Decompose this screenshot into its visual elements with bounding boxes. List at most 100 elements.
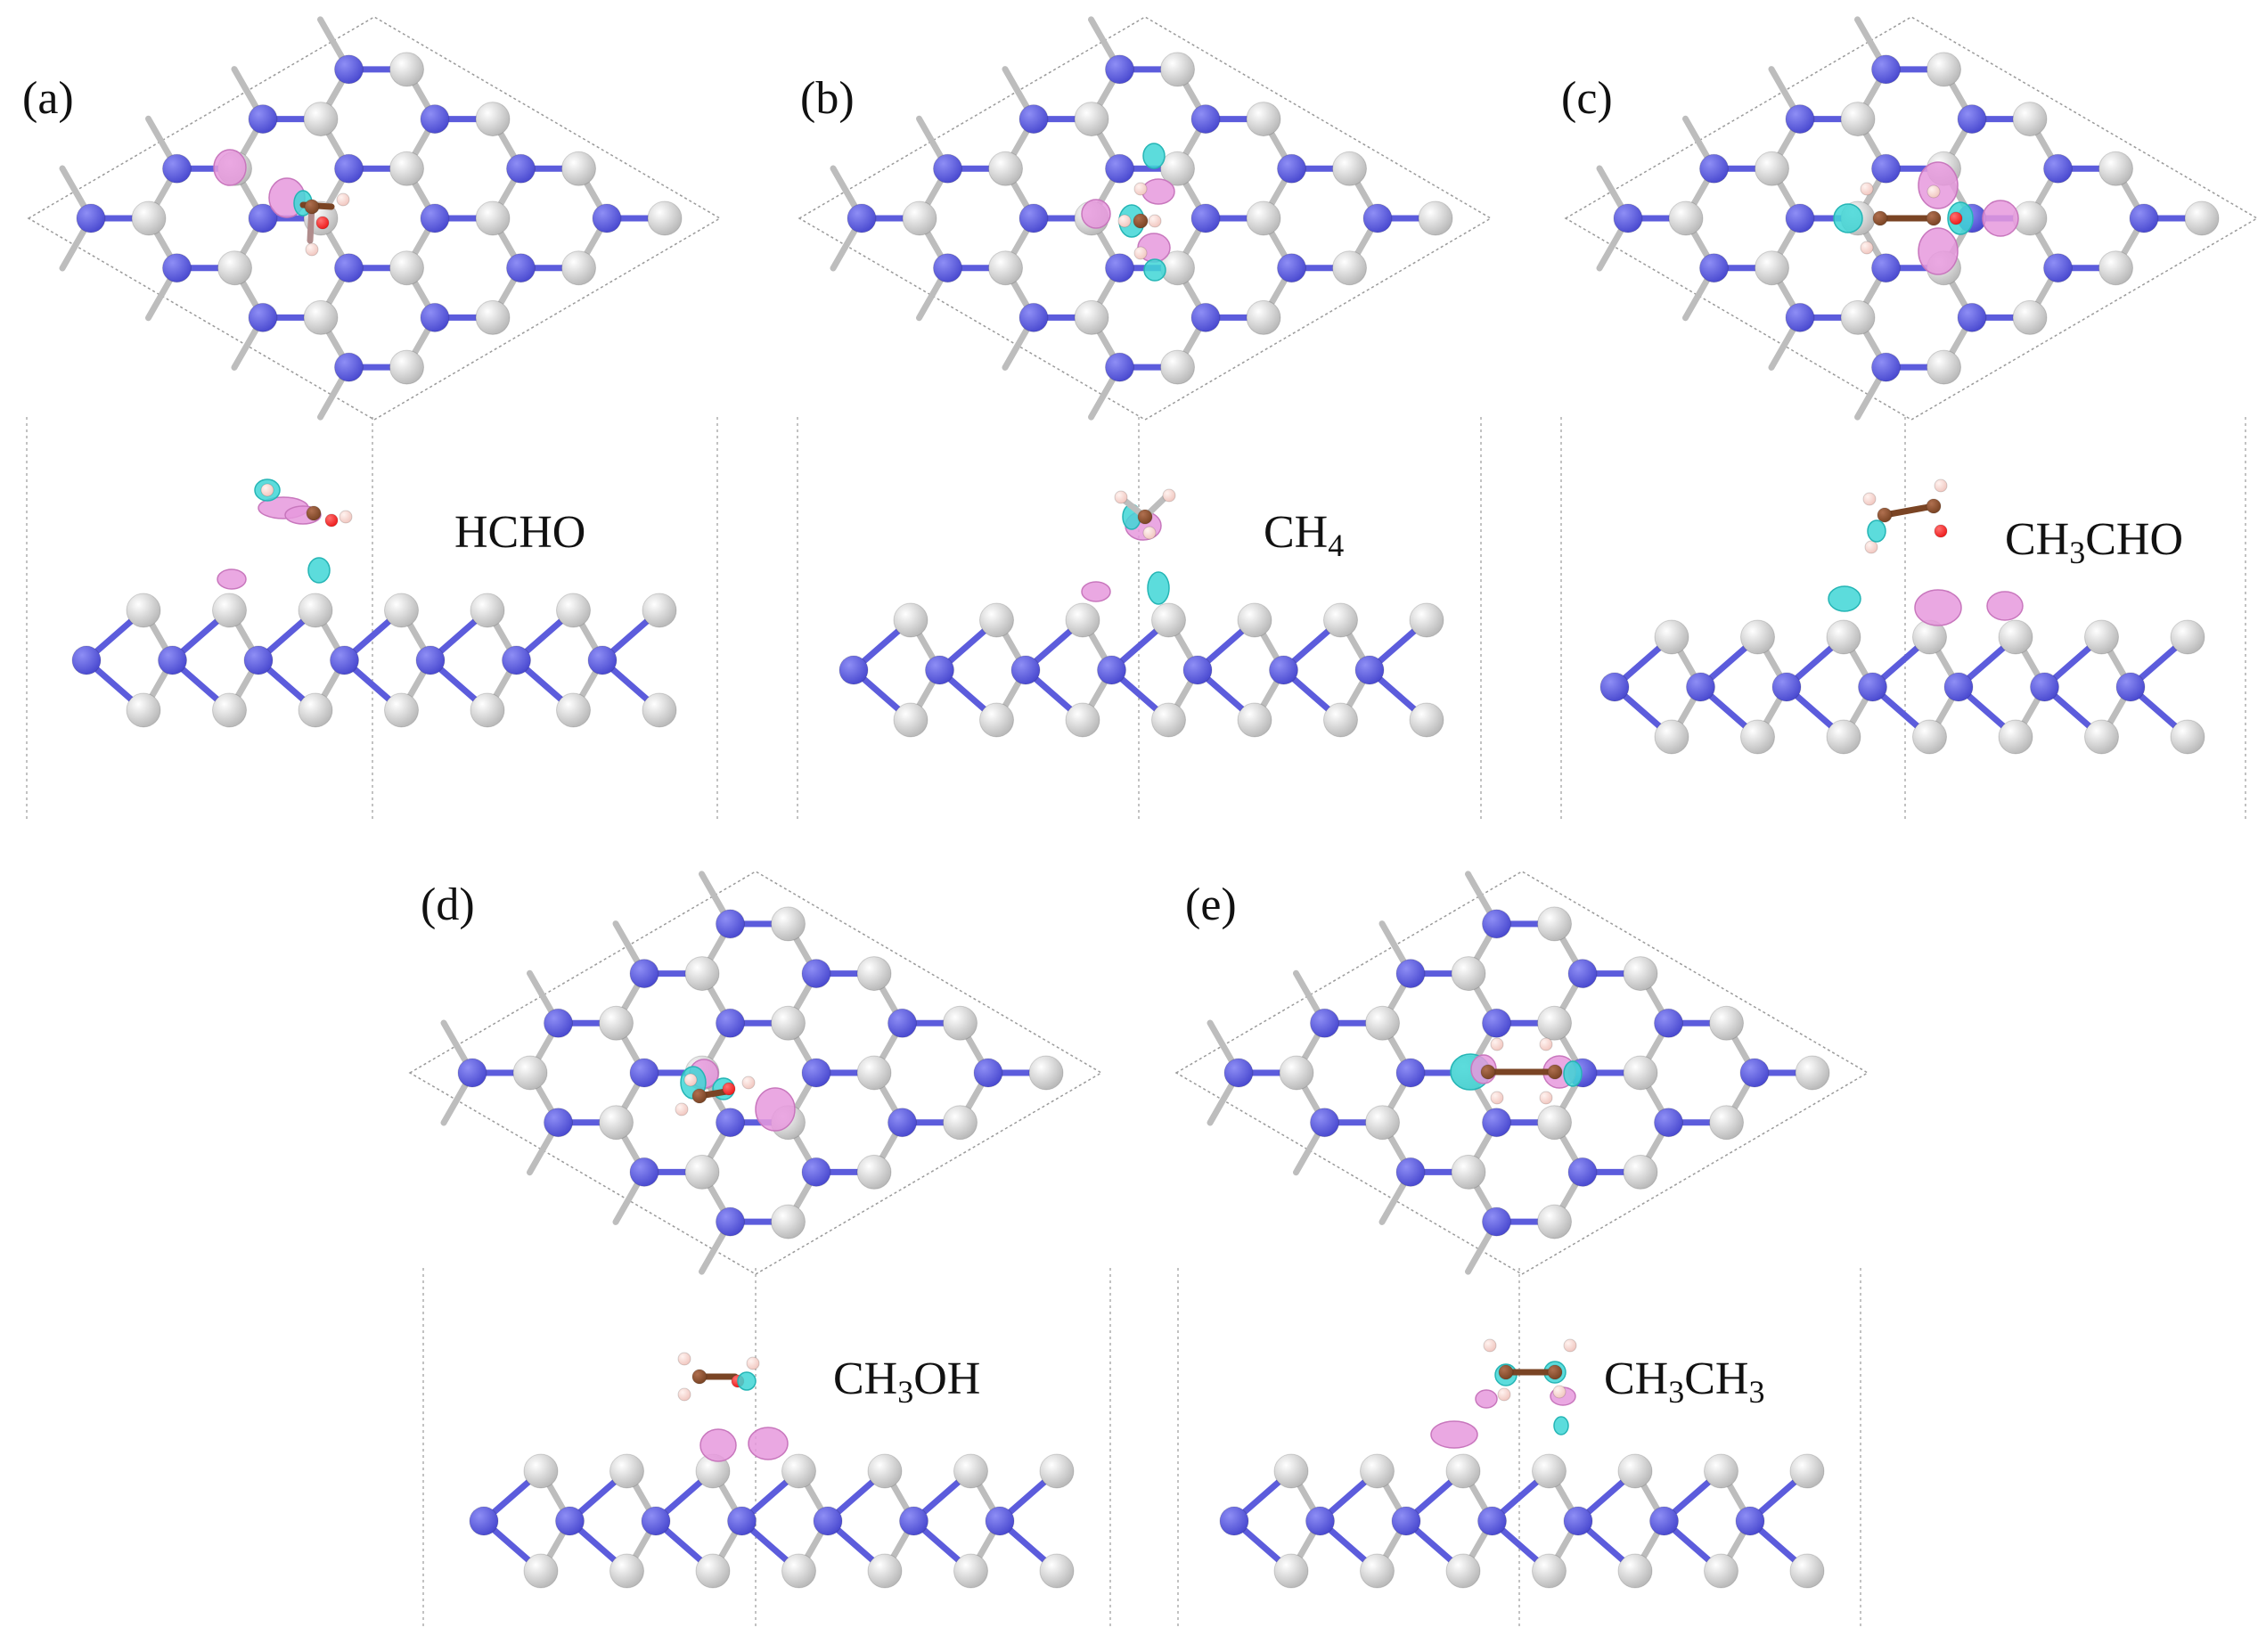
nitrogen-atom	[1395, 1058, 1426, 1088]
boron-atom	[384, 593, 419, 628]
boron-atom	[303, 299, 339, 335]
nitrogen-atom	[248, 302, 278, 332]
charge-accumulation-lobe	[1430, 1420, 1478, 1449]
boron-atom	[684, 956, 720, 992]
nitrogen-atom	[1871, 153, 1901, 184]
oxygen-atom	[324, 513, 339, 527]
nitrogen-atom	[1395, 959, 1426, 989]
nitrogen-atom	[243, 645, 274, 675]
boron-atom	[988, 151, 1023, 186]
nitrogen-atom	[888, 1108, 917, 1138]
boron-atom	[1246, 200, 1281, 236]
carbon-atom	[1133, 213, 1149, 229]
boron-atom	[2084, 619, 2119, 655]
hydrogen-atom	[1142, 526, 1157, 540]
boron-atom	[1365, 1005, 1400, 1041]
boron-atom	[1704, 1453, 1738, 1489]
boron-atom	[1160, 52, 1195, 87]
boron-atom	[389, 250, 424, 286]
boron-atom	[1360, 1553, 1395, 1589]
nitrogen-atom	[158, 645, 187, 675]
boron-atom	[298, 593, 333, 628]
nitrogen-atom	[985, 1506, 1015, 1536]
boron-atom	[1755, 151, 1789, 186]
boron-atom	[1654, 619, 1689, 655]
boron-atom	[556, 593, 591, 628]
boron-atom	[1537, 1105, 1572, 1141]
boron-atom	[1998, 719, 2033, 755]
carbon-atom	[691, 1369, 708, 1385]
boron-atom	[1039, 1553, 1075, 1589]
molecule-label-c: CH3CHO	[2005, 517, 2183, 569]
nitrogen-atom	[1395, 1157, 1426, 1187]
nitrogen-atom	[801, 1058, 831, 1088]
molecule-label-d: CH3OH	[833, 1356, 980, 1409]
unit-cell-outline	[408, 871, 1103, 1275]
boron-atom	[979, 702, 1014, 738]
nitrogen-atom	[1018, 104, 1049, 135]
molecule-label-b: CH4	[1264, 510, 1344, 562]
nitrogen-atom	[162, 253, 192, 283]
boron-atom	[2084, 719, 2119, 755]
side-view-a	[26, 417, 718, 822]
charge-accumulation-lobe	[213, 149, 247, 186]
boron-atom	[642, 593, 677, 628]
nitrogen-atom	[1190, 104, 1221, 135]
boron-atom	[1365, 1105, 1400, 1141]
boron-atom	[1668, 200, 1704, 236]
nitrogen-atom	[2115, 672, 2146, 702]
nitrogen-atom	[1097, 655, 1126, 685]
nitrogen-atom	[1105, 352, 1134, 382]
boron-atom	[1654, 719, 1689, 755]
boron-atom	[1323, 602, 1358, 638]
side-view-e	[1177, 1268, 1861, 1626]
boron-atom	[470, 692, 505, 728]
nitrogen-atom	[1858, 672, 1887, 702]
charge-accumulation-lobe	[748, 1427, 789, 1460]
boron-atom	[2098, 250, 2133, 286]
nitrogen-atom	[1482, 1206, 1511, 1237]
nitrogen-atom	[1190, 203, 1221, 233]
hydrogen-atom	[1860, 182, 1874, 196]
nitrogen-atom	[420, 104, 450, 135]
molecule-tail: CH	[1684, 1353, 1749, 1404]
boron-atom	[771, 906, 806, 942]
charge-accumulation-lobe	[1918, 227, 1959, 275]
charge-accumulation-lobe	[1914, 589, 1962, 626]
boron-atom	[1160, 151, 1195, 186]
boron-atom	[1237, 602, 1272, 638]
nitrogen-atom	[1871, 253, 1901, 283]
boron-atom	[1537, 1005, 1572, 1041]
nitrogen-atom	[334, 253, 364, 283]
hydrogen-atom	[1497, 1387, 1511, 1402]
nitrogen-atom	[1482, 1008, 1511, 1038]
nitrogen-atom	[469, 1506, 499, 1536]
boron-atom	[599, 1105, 634, 1141]
carbon-atom	[1926, 210, 1942, 226]
nitrogen-atom	[1699, 153, 1729, 184]
nitrogen-atom	[1182, 655, 1213, 685]
nitrogen-atom	[592, 203, 622, 233]
boron-atom	[470, 593, 505, 628]
nitrogen-atom	[847, 203, 877, 233]
boron-atom	[856, 1154, 892, 1190]
carbon-atom	[1480, 1064, 1496, 1080]
charge-accumulation-lobe	[1918, 161, 1959, 209]
carbon-atom	[1872, 210, 1888, 226]
nitrogen-atom	[641, 1506, 671, 1536]
nitrogen-atom	[899, 1506, 928, 1536]
boron-atom	[1617, 1553, 1653, 1589]
charge-accumulation-lobe	[699, 1428, 737, 1462]
side-view-b	[797, 417, 1482, 822]
nitrogen-atom	[420, 302, 450, 332]
boron-atom	[856, 1055, 892, 1091]
charge-depletion-lobe	[1563, 1060, 1583, 1087]
boron-atom	[867, 1453, 903, 1489]
hydrogen-atom	[1927, 184, 1941, 199]
boron-atom	[1912, 719, 1947, 755]
nitrogen-atom	[1223, 1058, 1254, 1088]
hydrogen-atom	[1934, 478, 1948, 493]
charge-depletion-lobe	[307, 557, 331, 584]
hydrogen-atom	[1539, 1037, 1553, 1051]
nitrogen-atom	[1599, 672, 1630, 702]
